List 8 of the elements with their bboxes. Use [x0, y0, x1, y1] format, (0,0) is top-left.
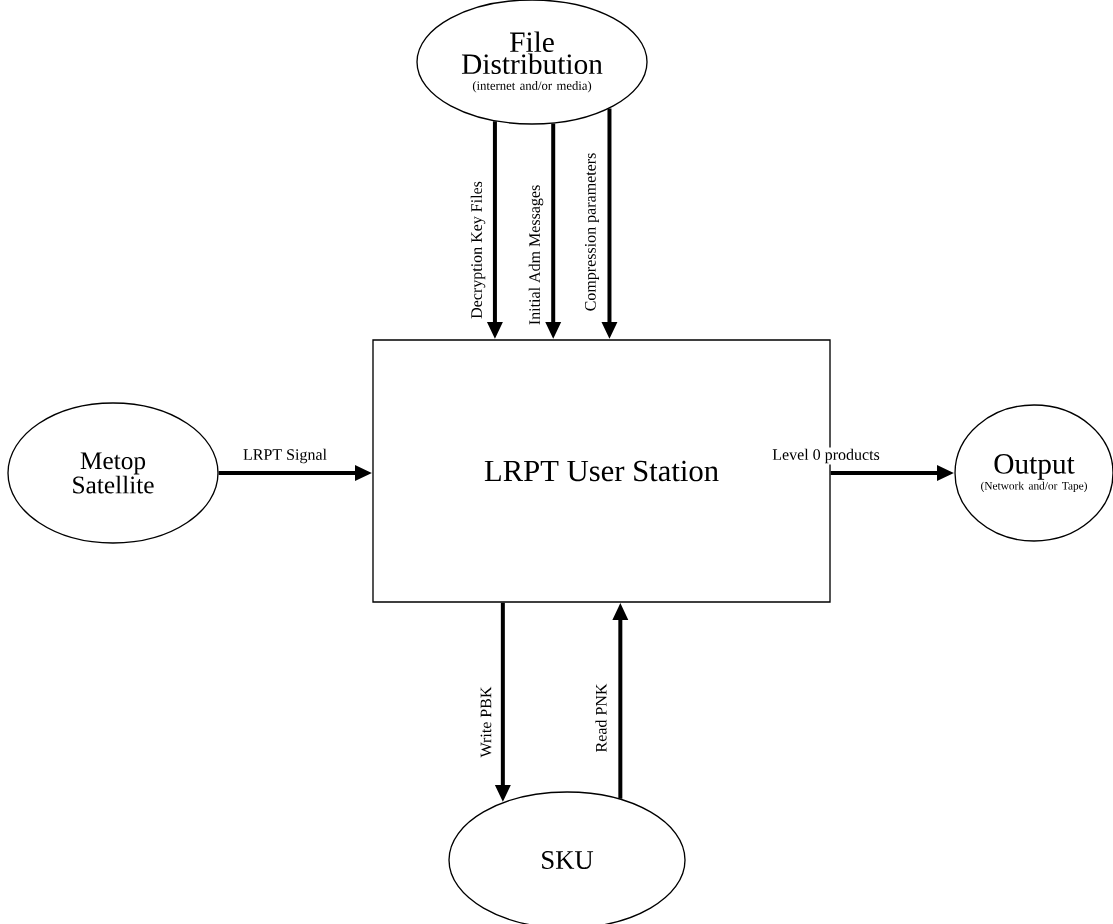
- edge-label: Level 0 products: [770, 447, 882, 465]
- edge-label: Compression parameters: [583, 151, 601, 313]
- edge-label: Read PNK: [594, 682, 608, 754]
- edge-label: Initial Adm Messages: [527, 183, 545, 327]
- edge-label: LRPT Signal: [241, 447, 329, 465]
- edge-label: Write PBK: [479, 685, 493, 759]
- ellipse-node: Metop Satellite: [7, 402, 219, 544]
- edge-label: Decryption Key Files: [469, 179, 487, 321]
